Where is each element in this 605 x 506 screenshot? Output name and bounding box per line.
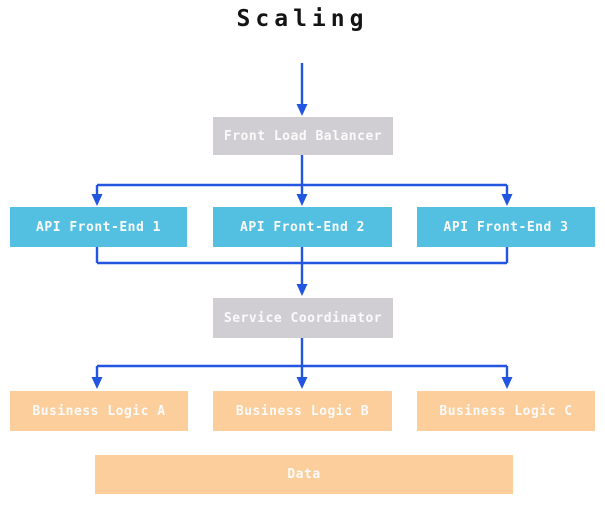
node-api-front-end-3: API Front-End 3 (417, 207, 595, 247)
node-api-front-end-1: API Front-End 1 (10, 207, 187, 247)
node-service-coordinator: Service Coordinator (213, 298, 393, 338)
node-business-logic-c: Business Logic C (417, 391, 595, 431)
node-business-logic-b: Business Logic B (213, 391, 392, 431)
node-business-logic-a: Business Logic A (10, 391, 188, 431)
node-front-load-balancer: Front Load Balancer (213, 117, 393, 155)
edge-service-coordinator-trunk (97, 338, 507, 368)
node-data: Data (95, 455, 513, 494)
node-api-front-end-2: API Front-End 2 (213, 207, 392, 247)
edge-front-load-balancer-trunk (97, 155, 507, 187)
diagram-title: Scaling (236, 6, 369, 32)
